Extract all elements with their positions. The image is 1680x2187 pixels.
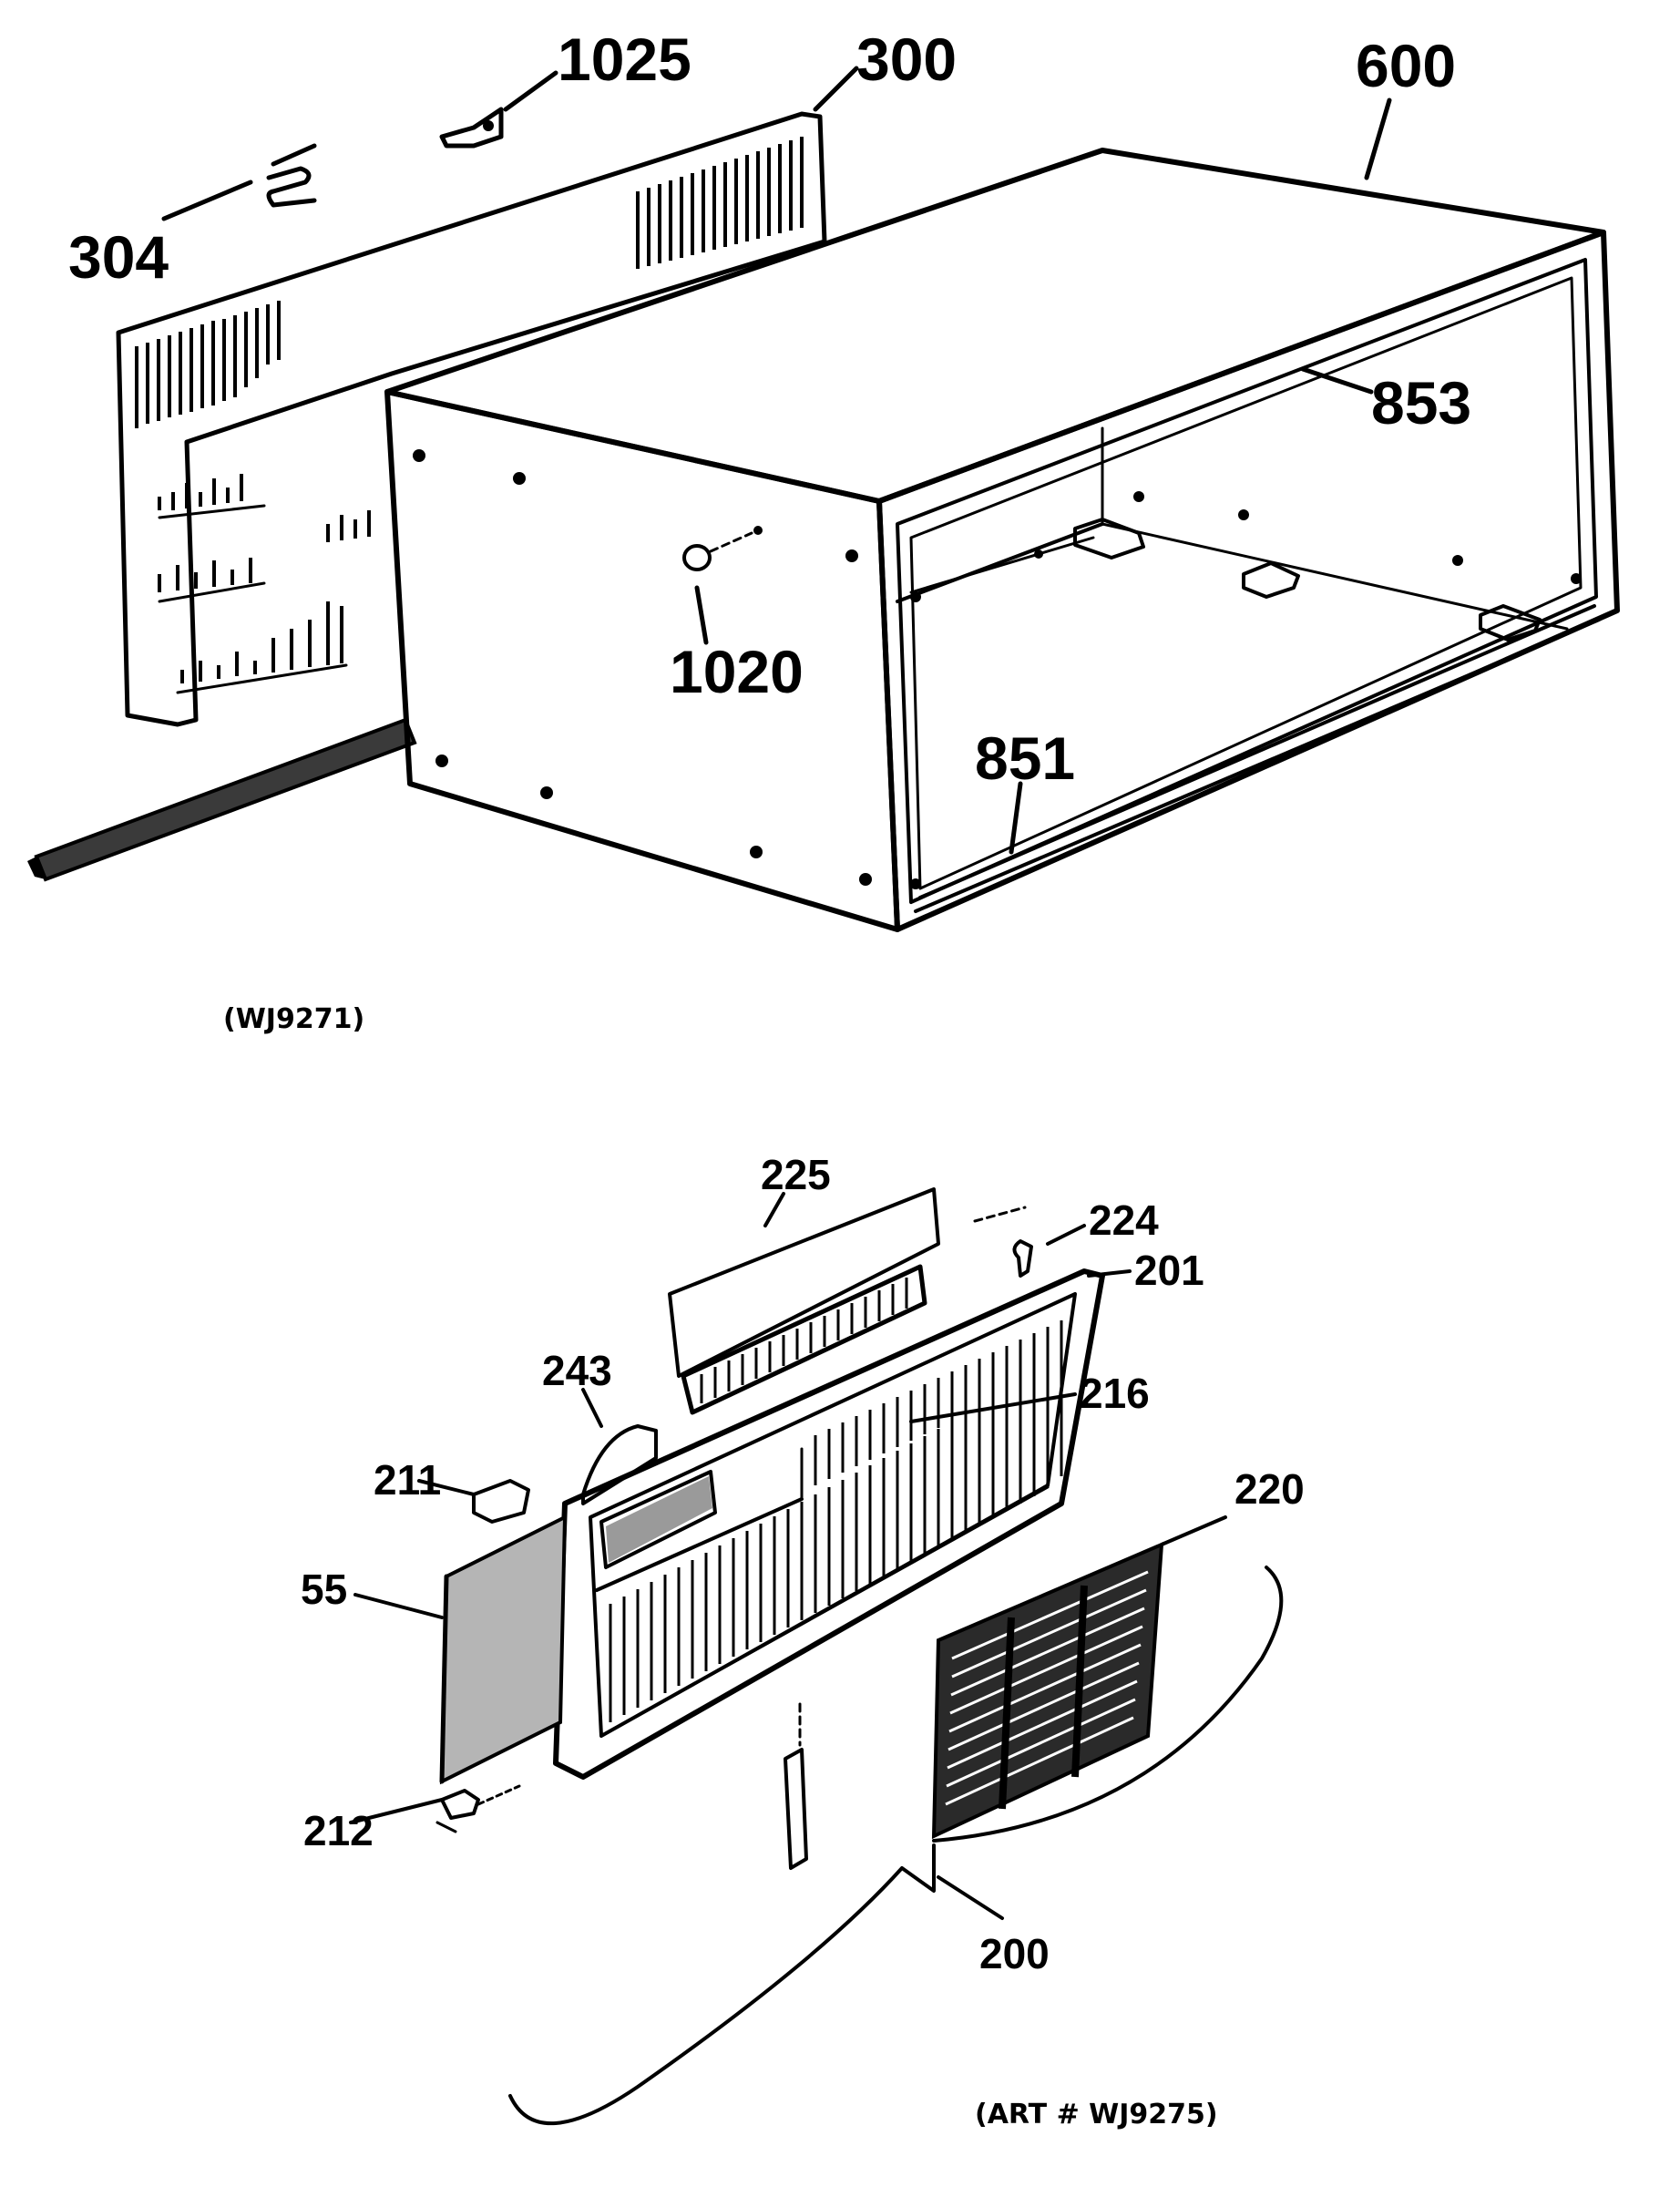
callout-1025: 1025 xyxy=(558,26,691,93)
callout-600: 600 xyxy=(1356,32,1456,99)
clip-part-304 xyxy=(266,143,317,208)
plug-button xyxy=(682,526,763,571)
lower-diagram: 225 224 201 243 216 211 220 55 212 200 (… xyxy=(301,1151,1305,2131)
assembly-brackets xyxy=(508,1566,1284,2125)
callout-851: 851 xyxy=(975,724,1075,792)
callout-200: 200 xyxy=(979,1930,1050,1977)
callout-225: 225 xyxy=(761,1151,831,1198)
slide-bar xyxy=(784,1702,808,1870)
clip-212 xyxy=(435,1784,521,1833)
rear-louvers xyxy=(135,137,804,683)
bracket-part-1025 xyxy=(439,107,504,149)
front-grille-frame xyxy=(553,1268,1105,1780)
callout-224: 224 xyxy=(1089,1196,1159,1244)
callout-1020: 1020 xyxy=(670,638,804,705)
callout-212: 212 xyxy=(303,1807,374,1854)
callout-220: 220 xyxy=(1234,1465,1305,1513)
callout-304: 304 xyxy=(68,223,169,291)
air-filter xyxy=(439,1514,568,1785)
callout-211: 211 xyxy=(374,1456,441,1504)
foam-strip xyxy=(27,717,417,882)
cabinet-wrapper xyxy=(384,148,1620,932)
clip-224 xyxy=(973,1206,1033,1278)
callout-201: 201 xyxy=(1134,1247,1204,1294)
tab-243 xyxy=(581,1424,658,1505)
screw-holes xyxy=(413,449,1582,889)
deflector-door xyxy=(668,1187,940,1415)
callout-853: 853 xyxy=(1371,369,1471,436)
callout-216: 216 xyxy=(1080,1370,1150,1417)
callout-243: 243 xyxy=(542,1347,612,1394)
art-number-upper: (WJ9271) xyxy=(223,1003,364,1035)
clip-211 xyxy=(472,1479,530,1524)
rear-grille-panel xyxy=(116,111,827,727)
lower-leader-lines xyxy=(349,1192,1227,1920)
front-louvers xyxy=(609,1363,1063,1722)
room-air-grille xyxy=(931,1541,1164,1840)
art-number-lower: (ART # WJ9275) xyxy=(975,2099,1218,2131)
callout-300: 300 xyxy=(856,26,957,93)
upper-leader-lines xyxy=(161,66,1392,855)
upper-diagram: 304 1025 300 600 853 1020 851 (WJ9271) xyxy=(27,26,1620,1035)
callout-55: 55 xyxy=(301,1566,347,1613)
